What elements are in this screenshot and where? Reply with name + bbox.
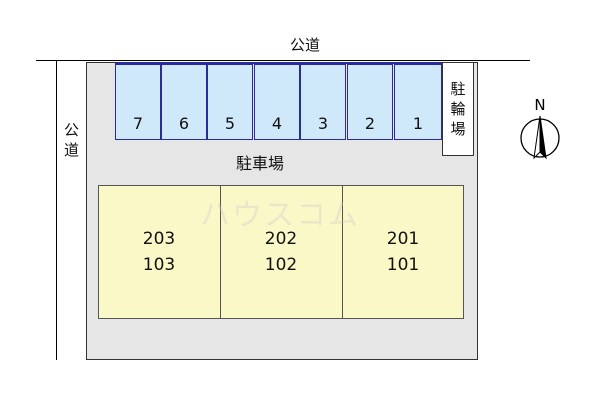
- left-road-line: [56, 60, 57, 360]
- parking-space-number: 3: [317, 114, 329, 133]
- left-road-label: 公 道: [64, 120, 79, 160]
- unit-divider-1: [220, 185, 221, 319]
- bicycle-parking: 駐 輪 場: [442, 62, 474, 156]
- watermark: ハウスコム: [200, 198, 360, 233]
- unit-lower-number: 103: [142, 255, 176, 275]
- top-road-label: 公道: [290, 36, 321, 54]
- compass-north-label: N: [534, 96, 545, 114]
- compass-icon: N: [520, 96, 560, 160]
- unit-lower-number: 102: [264, 255, 298, 275]
- parking-space-1: 1: [394, 64, 442, 140]
- bicycle-parking-char-3: 場: [450, 120, 466, 138]
- building: [98, 185, 464, 319]
- parking-lot-label: 駐車場: [236, 154, 285, 173]
- parking-space-number: 1: [412, 114, 424, 133]
- unit-divider-2: [342, 185, 343, 319]
- unit-lower-number: 101: [386, 255, 420, 275]
- left-road-char-2: 道: [64, 141, 80, 159]
- parking-space-7: 7: [115, 64, 161, 140]
- parking-top-edge: [115, 62, 442, 64]
- parking-space-5: 5: [207, 64, 253, 140]
- unit-upper-number: 202: [264, 229, 298, 249]
- north-compass: N: [518, 96, 562, 166]
- parking-space-number: 2: [364, 114, 376, 133]
- unit-upper-number: 203: [142, 229, 176, 249]
- unit-203-103: 203 103: [98, 185, 220, 319]
- parking-space-number: 7: [132, 114, 144, 133]
- parking-space-number: 6: [178, 114, 190, 133]
- unit-202-102: 202 102: [220, 185, 342, 319]
- unit-upper-number: 201: [386, 229, 420, 249]
- parking-space-6: 6: [161, 64, 207, 140]
- parking-space-number: 4: [271, 114, 283, 133]
- parking-space-3: 3: [300, 64, 346, 140]
- bicycle-parking-char-1: 駐: [450, 80, 466, 98]
- parking-space-number: 5: [224, 114, 236, 133]
- unit-201-101: 201 101: [342, 185, 464, 319]
- left-road-char-1: 公: [64, 121, 80, 139]
- bicycle-parking-char-2: 輪: [450, 100, 466, 118]
- parking-space-2: 2: [347, 64, 393, 140]
- parking-space-4: 4: [254, 64, 300, 140]
- top-road-line: [36, 60, 530, 61]
